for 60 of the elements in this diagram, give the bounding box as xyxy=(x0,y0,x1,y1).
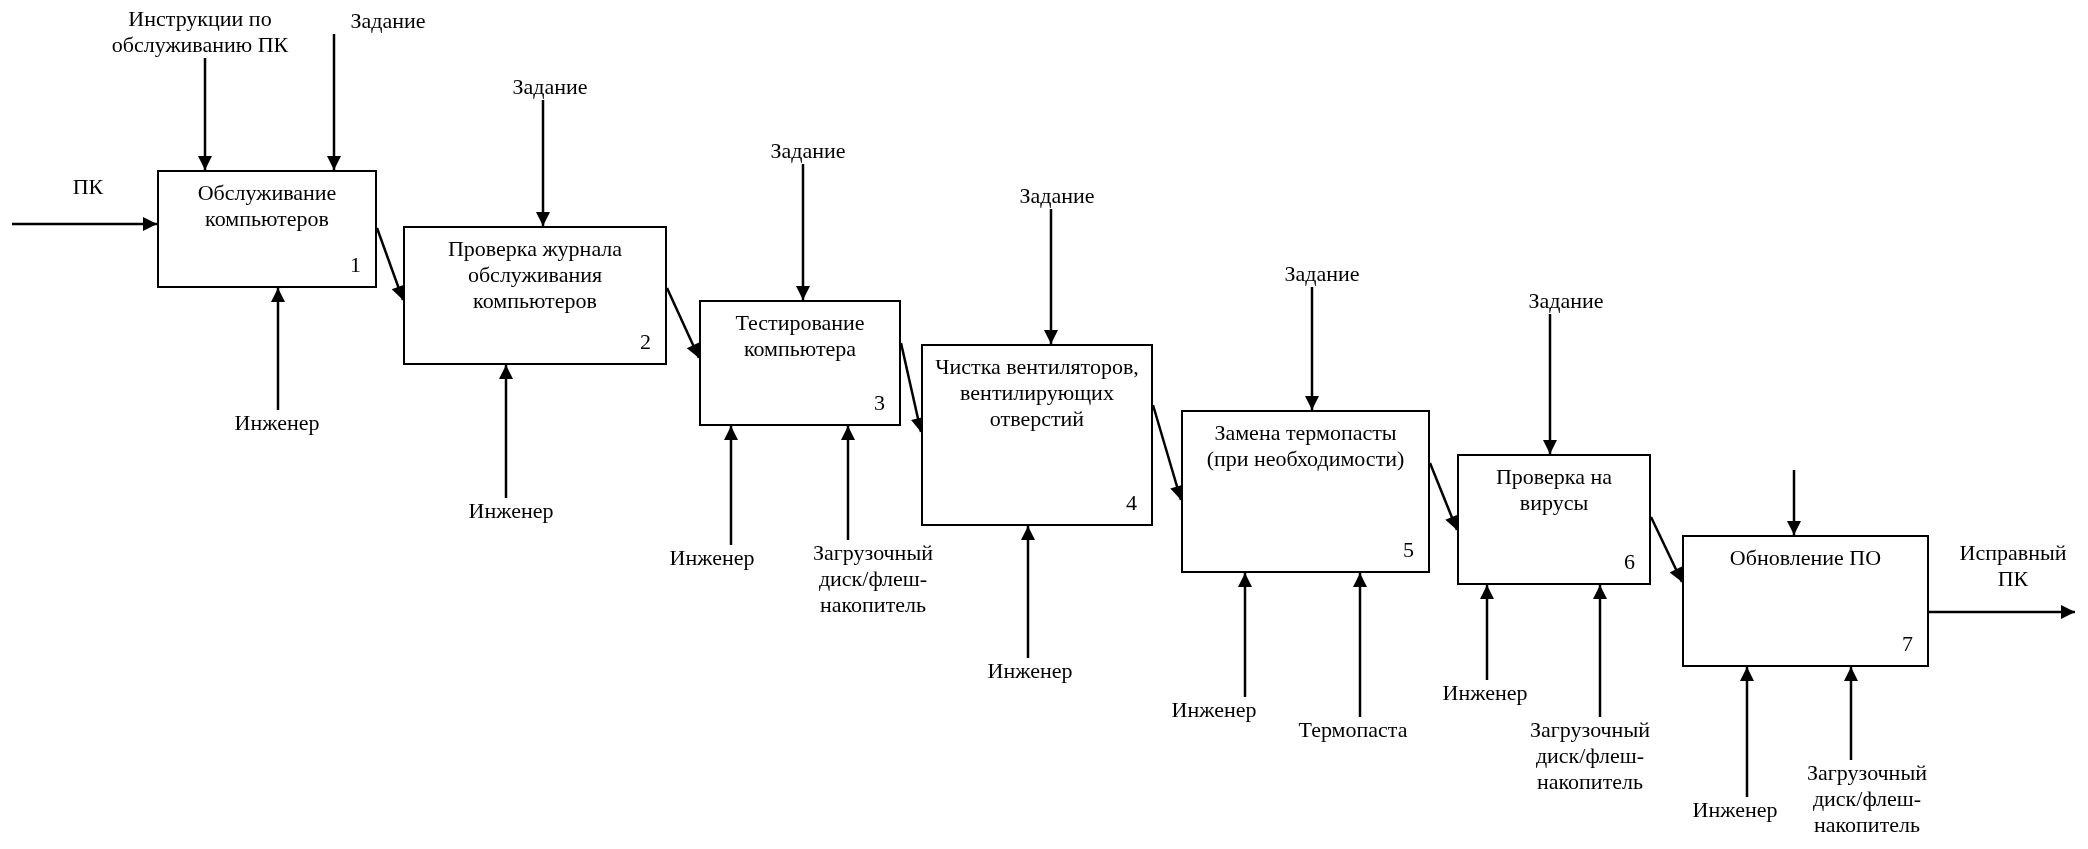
box-number: 1 xyxy=(350,252,361,278)
process-box xyxy=(403,226,667,365)
arrow xyxy=(1740,667,1754,797)
process-box xyxy=(921,344,1153,526)
arrow-label: Задание xyxy=(500,74,600,100)
process-title: Тестирование компьютера xyxy=(734,310,866,362)
arrow xyxy=(1593,585,1607,717)
arrow-label: Задание xyxy=(1516,288,1616,314)
arrow xyxy=(724,426,738,545)
arrow xyxy=(1543,314,1557,454)
arrow xyxy=(1305,287,1319,410)
box-number: 3 xyxy=(874,390,885,416)
arrow xyxy=(1021,526,1035,658)
arrow xyxy=(1844,667,1858,760)
process-box xyxy=(1682,535,1929,667)
arrow-label: Инженер xyxy=(662,545,762,571)
arrow-label: Задание xyxy=(338,8,438,34)
box-number: 2 xyxy=(640,329,651,355)
process-title: Чистка вентиляторов, вентилирующих отверстий xyxy=(934,354,1140,432)
process-box xyxy=(157,170,377,288)
arrow xyxy=(271,288,285,410)
arrow-label: Инженер xyxy=(227,410,327,436)
arrow-label: Загрузочный диск/флеш-накопитель xyxy=(798,540,948,618)
arrow xyxy=(1353,573,1367,717)
arrow xyxy=(499,365,513,498)
arrow xyxy=(841,426,855,540)
arrow xyxy=(1480,585,1494,680)
arrow-label: Загрузочный диск/флеш-накопитель xyxy=(1515,717,1665,795)
box-number: 5 xyxy=(1403,537,1414,563)
arrow xyxy=(327,34,341,170)
arrow-label: Загрузочный диск/флеш-накопитель xyxy=(1792,760,1942,838)
box-number: 6 xyxy=(1624,549,1635,575)
process-box xyxy=(1181,410,1430,573)
process-title: Обслуживание компьютеров xyxy=(196,180,338,232)
arrow-label: Термопаста xyxy=(1293,717,1413,743)
arrow-label: Инженер xyxy=(1435,680,1535,706)
process-title: Проверка на вирусы xyxy=(1494,464,1614,516)
arrow-label: Задание xyxy=(758,138,858,164)
arrow xyxy=(1929,605,2075,619)
arrow xyxy=(796,164,810,300)
arrow xyxy=(536,100,550,226)
arrow xyxy=(198,58,212,170)
arrow-label: Инженер xyxy=(980,658,1080,684)
arrow xyxy=(1238,573,1252,697)
arrow-label: Инженер xyxy=(1685,797,1785,823)
arrow-label: Задание xyxy=(1007,183,1107,209)
process-box xyxy=(699,300,901,426)
process-title: Проверка журнала обслуживания компьютеров xyxy=(446,236,624,314)
arrow-label: Инженер xyxy=(461,498,561,524)
process-title: Замена термопасты (при необходимости) xyxy=(1205,420,1406,472)
arrow-label: Задание xyxy=(1272,261,1372,287)
process-box xyxy=(1457,454,1651,585)
arrow-label: Инструкции по обслуживанию ПК xyxy=(80,6,320,58)
box-number: 7 xyxy=(1902,631,1913,657)
box-number: 4 xyxy=(1126,490,1137,516)
arrow-label: Инженер xyxy=(1164,697,1264,723)
arrow xyxy=(1044,209,1058,344)
process-title: Обновление ПО xyxy=(1728,545,1883,571)
arrow xyxy=(1787,470,1801,535)
arrow xyxy=(12,217,157,231)
